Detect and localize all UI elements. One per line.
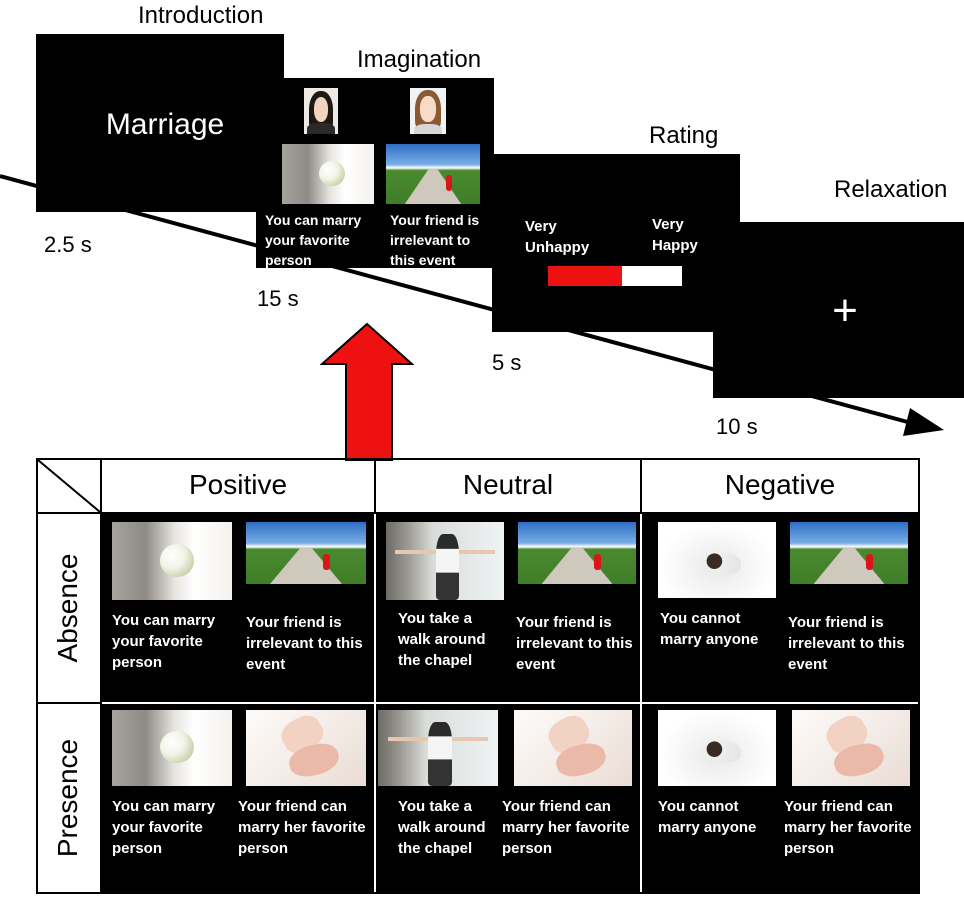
caption-friend: Your friend is irrelevant to this event: [788, 614, 905, 673]
caption-friend: Your friend is irrelevant to this event: [516, 614, 633, 673]
road-photo: [790, 522, 908, 584]
relaxation-screen: +: [713, 222, 964, 398]
duration-relaxation: 10 s: [716, 414, 758, 439]
column-header-negative: Negative: [724, 469, 836, 500]
rating-right-label: Very Happy: [652, 216, 698, 254]
road-photo: [518, 522, 636, 584]
row-label-absence: Absence: [52, 553, 83, 663]
caption-self: You take a walk around the chapel: [398, 798, 486, 857]
wedding-photo: [112, 522, 232, 600]
cell-absence-neutral: You take a walk around the chapel Your f…: [376, 514, 640, 702]
holding-hands-photo: [792, 710, 910, 786]
stage-title-relaxation: Relaxation: [834, 176, 948, 203]
intro-word: Marriage: [105, 108, 225, 141]
caption-self: You cannot marry anyone: [660, 610, 759, 648]
road-photo: [246, 522, 366, 584]
caption-self: You cannot marry anyone: [658, 798, 757, 836]
caption-friend: Your friend can marry her favorite perso…: [502, 798, 630, 857]
rating-screen: Very Unhappy Very Happy: [492, 154, 740, 332]
holding-hands-photo: [514, 710, 632, 786]
friend-portrait-photo: [410, 88, 446, 134]
stage-title-introduction: Introduction: [138, 2, 264, 29]
wedding-photo: [282, 144, 374, 204]
kneeling-bride-photo: [658, 710, 776, 786]
duration-rating: 5 s: [492, 350, 522, 375]
rating-left-label: Very Unhappy: [525, 218, 590, 256]
cell-presence-positive: You can marry your favorite person Your …: [102, 704, 374, 892]
stage-title-imagination: Imagination: [357, 46, 482, 73]
column-header-neutral: Neutral: [462, 469, 554, 500]
kneeling-bride-photo: [658, 522, 776, 598]
cell-absence-positive: You can marry your favorite person Your …: [102, 514, 374, 702]
caption-self: You can marry your favorite person: [112, 612, 216, 671]
chapel-photo: [378, 710, 498, 786]
imagination-left-caption: You can marry your favorite person: [265, 212, 362, 268]
caption-friend: Your friend can marry her favorite perso…: [238, 798, 366, 857]
caption-self: You can marry your favorite person: [112, 798, 216, 857]
cell-absence-negative: You cannot marry anyone Your friend is i…: [642, 514, 918, 702]
cell-presence-negative: You cannot marry anyone Your friend can …: [642, 704, 918, 892]
road-photo: [386, 144, 480, 204]
wedding-photo: [112, 710, 232, 786]
condition-table: Positive Neutral Negative Absence Presen…: [36, 458, 920, 894]
rating-bar-fill: [548, 266, 622, 286]
column-header-positive: Positive: [188, 469, 288, 500]
duration-imagination: 15 s: [257, 286, 299, 311]
imagination-right-caption: Your friend is irrelevant to this event: [390, 212, 480, 268]
self-portrait-photo: [304, 88, 338, 134]
caption-self: You take a walk around the chapel: [398, 610, 486, 669]
introduction-screen: Marriage: [36, 34, 284, 212]
red-up-arrow: [320, 322, 414, 461]
chapel-photo: [386, 522, 504, 600]
cell-presence-neutral: You take a walk around the chapel Your f…: [376, 704, 640, 892]
fixation-cross: +: [832, 286, 858, 335]
corner-diagonal: [37, 459, 101, 513]
imagination-screen: You can marry your favorite person Your …: [256, 78, 494, 268]
holding-hands-photo: [246, 710, 366, 786]
row-label-presence: Presence: [52, 738, 83, 858]
caption-friend: Your friend can marry her favorite perso…: [784, 798, 912, 857]
caption-friend: Your friend is irrelevant to this event: [246, 614, 363, 673]
duration-introduction: 2.5 s: [44, 232, 92, 257]
stage-title-rating: Rating: [649, 122, 719, 149]
